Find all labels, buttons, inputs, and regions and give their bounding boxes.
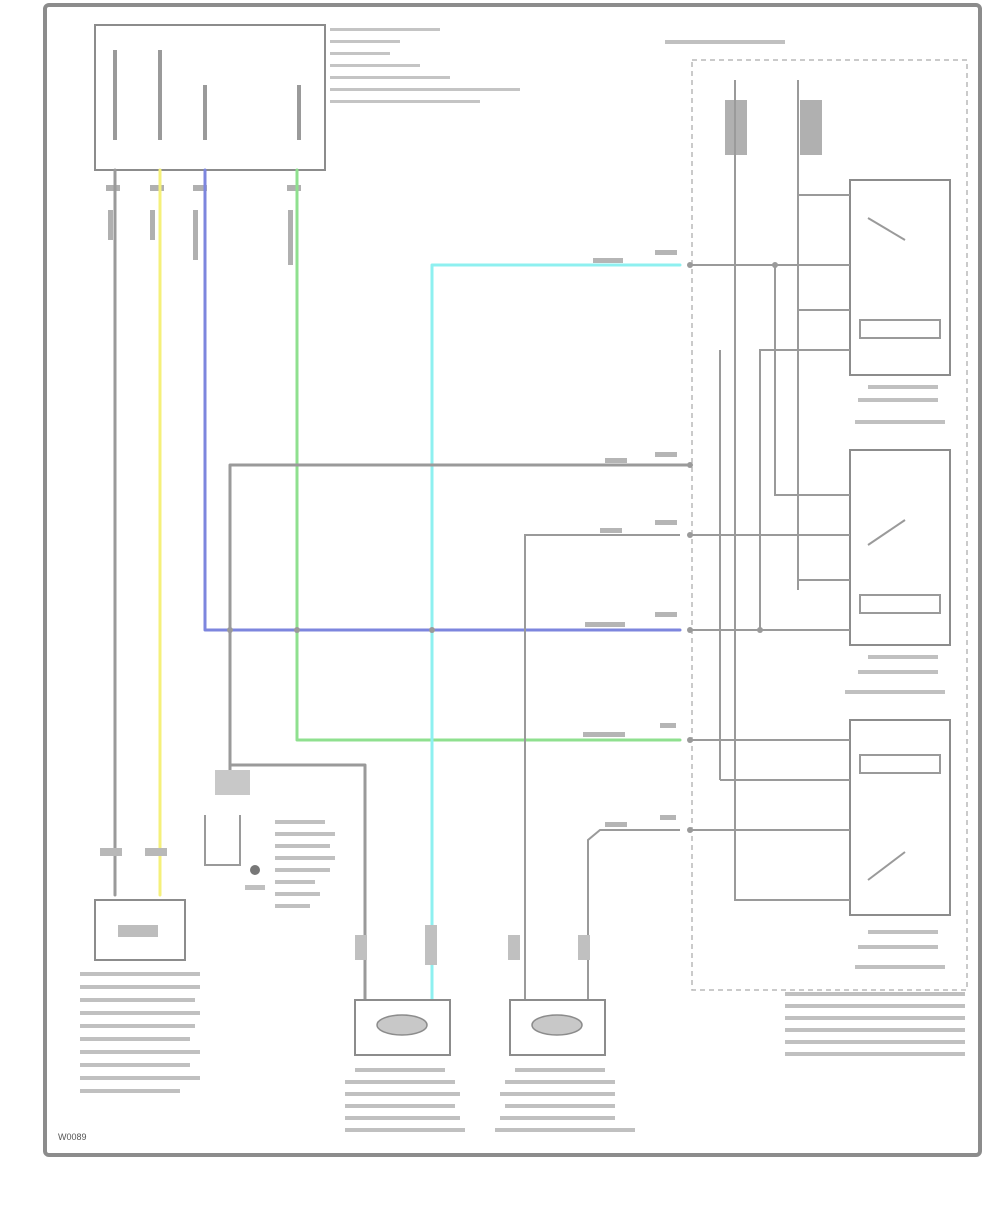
footer-code: W0089: [58, 1132, 87, 1142]
wire-green: [295, 168, 682, 742]
ground-sensor: [204, 770, 335, 908]
relay-series-parallel: [845, 449, 951, 694]
relay-high-speed: [849, 179, 951, 424]
connector-marks: [227, 262, 778, 833]
wire-tags: [583, 250, 677, 827]
diagram-frame: [43, 3, 982, 1157]
relay-block-enclosure: [691, 59, 968, 991]
right-fan-motor: [495, 935, 635, 1132]
left-fan-motor: [345, 925, 465, 1132]
wire-blue: [203, 168, 682, 632]
control-module: [94, 24, 520, 171]
wire-gray-lowspeed: [587, 829, 680, 1000]
coolant-temp-sensor: [80, 848, 200, 1093]
wire-gray-fan-left: [228, 763, 367, 1002]
wire-cyan: [430, 263, 682, 1002]
relay-internal-wiring: [690, 180, 850, 901]
module-pin-labels: [106, 185, 301, 265]
wire-gray-right-fan: [524, 534, 680, 1000]
relay-low-speed: [849, 719, 951, 969]
wire-gray-top-bus: [228, 463, 692, 772]
